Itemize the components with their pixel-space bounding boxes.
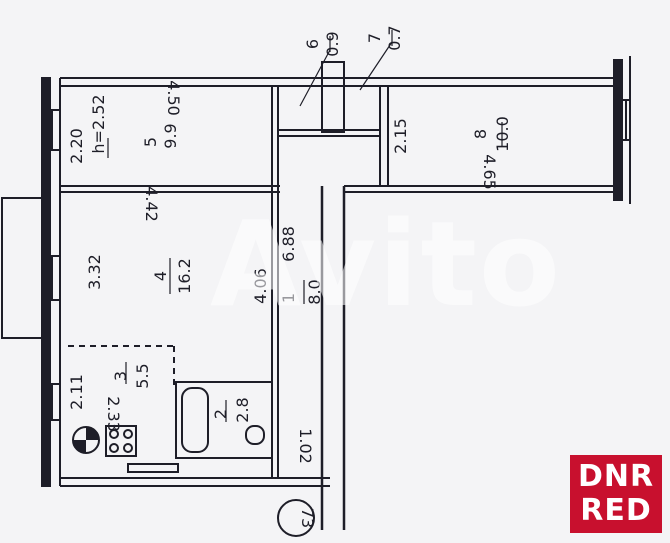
window-left-3 [42, 383, 60, 421]
room1-length: 6.88 [279, 226, 298, 262]
window-right [614, 99, 630, 141]
room5-number: 5 [141, 137, 160, 147]
burner [123, 429, 133, 439]
gas-meter-icon [72, 426, 100, 454]
window-left-1 [42, 109, 60, 151]
room3-area: 5.5 [133, 363, 152, 388]
room5-area: 9.9 [161, 123, 180, 148]
building-mark-circle [277, 499, 315, 537]
room2-area: 2.8 [233, 397, 252, 422]
toilet [245, 425, 265, 445]
room8-length: 4.65 [480, 154, 499, 190]
room1-width: 4.06 [251, 268, 270, 304]
room5-length: 4.50 [164, 80, 183, 116]
room8-width: 2.15 [391, 118, 410, 154]
room3-width: 2.11 [67, 374, 86, 410]
stove [105, 425, 137, 457]
bathtub [181, 387, 209, 453]
room6-area: 0.9 [323, 31, 342, 56]
closet-divider [321, 61, 345, 133]
room1-area: 8.0 [305, 279, 324, 304]
radiator [127, 463, 179, 473]
room4-number: 4 [151, 271, 170, 281]
leader-7 [359, 41, 393, 91]
room6-number: 6 [303, 39, 322, 49]
burner [123, 443, 133, 453]
room1-number: 1 [279, 293, 298, 303]
room2-number: 2 [211, 409, 230, 419]
burner [109, 429, 119, 439]
balcony [1, 197, 43, 339]
room8-area: 10.0 [493, 116, 512, 152]
window-left-2 [42, 255, 60, 301]
logo-badge: DNR RED [570, 455, 662, 533]
badge-line-2: RED [580, 493, 652, 528]
room7-area: 0.7 [385, 25, 404, 50]
burner [109, 443, 119, 453]
room4-length: 4.42 [142, 186, 161, 222]
right-outer-wall [613, 59, 623, 201]
room3-number: 3 [111, 371, 130, 381]
room7-number: 7 [365, 33, 384, 43]
room5-width: 2.20 [67, 128, 86, 164]
room8-number: 8 [471, 129, 490, 139]
room4-width: 3.32 [85, 254, 104, 290]
building-mark: 73 [298, 508, 317, 528]
badge-line-1: DNR [577, 459, 655, 494]
bathroom-outline [175, 381, 273, 459]
leader-6 [299, 49, 331, 107]
room3-length: 2.33 [104, 396, 123, 432]
room4-area: 16.2 [175, 258, 194, 294]
ceiling-height: h=2.52 [89, 94, 108, 153]
corridor-width: 1.02 [296, 428, 315, 464]
